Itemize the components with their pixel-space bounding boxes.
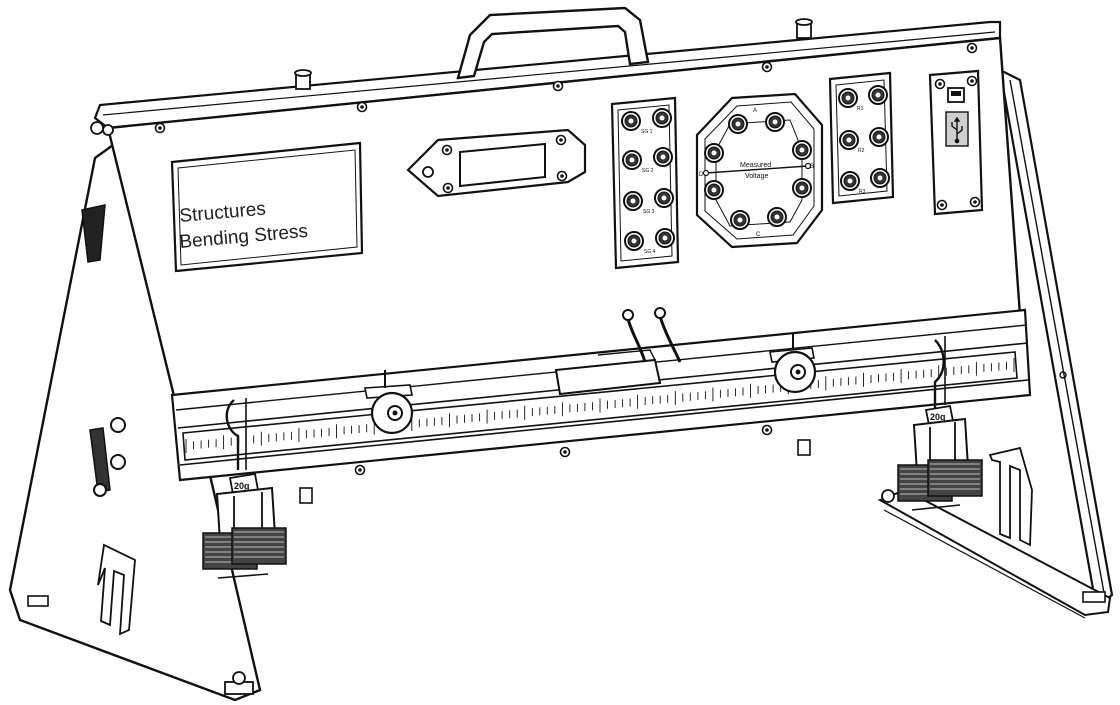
socket-label-sg2: SG 2: [642, 168, 654, 174]
bridge-point-d: D: [699, 172, 704, 178]
bridge-label-line-1: Measured: [740, 162, 771, 169]
right-support-roller[interactable]: [769, 333, 817, 394]
resistor-socket-plate: R1 R2 R3: [828, 71, 895, 205]
clamp-knobs: [89, 417, 126, 497]
usb-port-plate: [928, 69, 984, 216]
socket-label-r3: R3: [859, 189, 866, 195]
right-load-hanger[interactable]: 20g: [897, 336, 983, 511]
usb-icon: [951, 116, 963, 144]
socket-label-sg4: SG 4: [644, 249, 656, 255]
socket-label-r1: R1: [857, 106, 864, 112]
bridge-point-b: B: [810, 164, 814, 170]
left-hanger-mass-label: 20g: [234, 481, 250, 491]
bridge-point-a: A: [753, 108, 757, 114]
beam-assembly: [170, 307, 1032, 504]
title-plate: Structures Bending Stress: [170, 141, 364, 273]
left-foot: [27, 595, 254, 695]
left-stand: [8, 138, 262, 702]
strain-gauge-block: [554, 349, 662, 396]
right-stand: [877, 68, 1114, 619]
right-hanger-mass-label: 20g: [930, 412, 946, 422]
socket-label-sg1: SG 1: [641, 129, 653, 135]
left-load-hanger[interactable]: 20g: [202, 398, 287, 579]
lcd-display-bezel: [406, 128, 587, 198]
stand-logo-right: [988, 446, 1033, 547]
stand-logo: [97, 543, 136, 636]
bridge-label-line-2: Voltage: [745, 173, 768, 180]
left-support-roller[interactable]: [364, 370, 414, 435]
socket-label-sg3: SG 3: [643, 209, 655, 215]
back-panel: Structures Bending Stress SG 1 SG 2 SG 3…: [90, 6, 1022, 476]
top-knobs: [90, 18, 813, 136]
strain-gauge-cables: [622, 307, 682, 363]
carry-handle[interactable]: [456, 6, 650, 80]
lcd-screen: [459, 142, 546, 188]
socket-label-r2: R2: [858, 148, 865, 154]
stand-clip: [81, 204, 106, 263]
bridge-octagon-plate: Measured Voltage A B C D: [695, 92, 824, 249]
strain-gauge-socket-plate: SG 1 SG 2 SG 3 SG 4: [610, 96, 680, 270]
bridge-point-c: C: [756, 232, 761, 238]
